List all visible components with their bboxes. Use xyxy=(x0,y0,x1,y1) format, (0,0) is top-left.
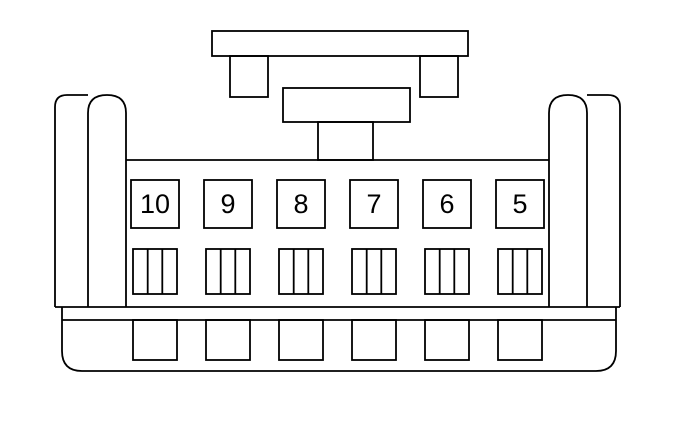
latch-stem xyxy=(317,121,374,161)
pin-cavity-8 xyxy=(276,179,326,229)
terminal-outline xyxy=(132,248,178,295)
pin-label-5: 5 xyxy=(512,189,527,219)
pin-cavity-10 xyxy=(130,179,180,229)
body-right-outline xyxy=(587,94,621,307)
body-left-outline xyxy=(54,94,88,307)
right-keyway xyxy=(548,94,588,307)
latch-right-foot xyxy=(419,55,459,98)
terminal-outline xyxy=(424,248,470,295)
pin-label-8: 8 xyxy=(293,189,308,219)
pin-cavity-6 xyxy=(422,179,472,229)
terminal-slot-5 xyxy=(497,248,543,295)
mounting-tab-6 xyxy=(497,319,543,361)
pin-label-9: 9 xyxy=(220,189,235,219)
latch-center-block xyxy=(282,87,411,123)
pin-cavity-7 xyxy=(349,179,399,229)
pin-label-10: 10 xyxy=(140,189,170,219)
terminal-slot-7 xyxy=(351,248,397,295)
terminal-outline xyxy=(205,248,251,295)
diagram-linework xyxy=(54,30,621,372)
mounting-tab-1 xyxy=(132,319,178,361)
terminal-outline xyxy=(351,248,397,295)
pin-labels: 10 9 8 7 6 5 xyxy=(140,189,528,219)
terminal-slot-8 xyxy=(278,248,324,295)
pin-cavity-5 xyxy=(495,179,545,229)
bottom-band-outline xyxy=(61,307,617,372)
terminal-outline xyxy=(497,248,543,295)
pin-label-7: 7 xyxy=(366,189,381,219)
pin-cavity-9 xyxy=(203,179,253,229)
latch-top-bar xyxy=(211,30,469,57)
mounting-tab-2 xyxy=(205,319,251,361)
left-keyway xyxy=(87,94,127,307)
terminal-slot-9 xyxy=(205,248,251,295)
terminal-slot-6 xyxy=(424,248,470,295)
mounting-tab-5 xyxy=(424,319,470,361)
mounting-tab-4 xyxy=(351,319,397,361)
latch-left-foot xyxy=(229,55,269,98)
terminal-outline xyxy=(278,248,324,295)
terminal-slot-10 xyxy=(132,248,178,295)
pin-label-6: 6 xyxy=(439,189,454,219)
mounting-tab-3 xyxy=(278,319,324,361)
